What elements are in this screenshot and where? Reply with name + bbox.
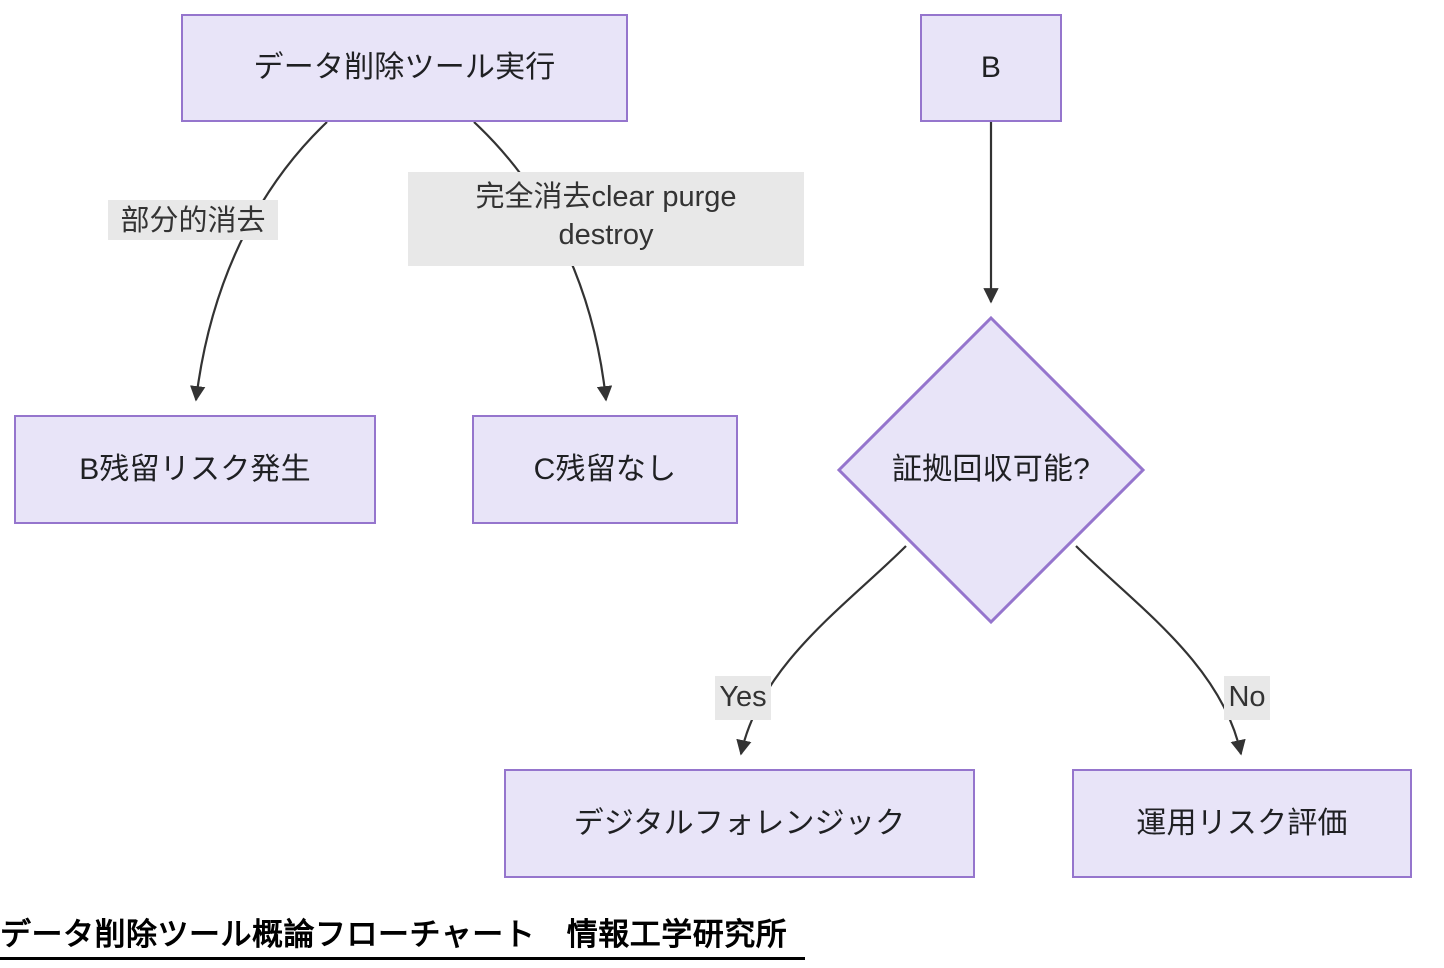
edge-start-to-partial	[190, 121, 328, 402]
edge-label-partial-erase: 部分的消去	[108, 200, 278, 240]
node-partial-risk-label: B残留リスク発生	[79, 452, 311, 486]
node-no-residual[interactable]: C残留なし	[472, 415, 738, 524]
node-digital-forensics-label: デジタルフォレンジック	[573, 806, 906, 840]
node-b[interactable]: B	[920, 14, 1062, 122]
node-start[interactable]: データ削除ツール実行	[181, 14, 628, 122]
edge-label-no: No	[1224, 676, 1270, 720]
node-operational-risk-label: 運用リスク評価	[1136, 806, 1348, 840]
node-decision-evidence-label: 証拠回収可能?	[891, 453, 1091, 487]
node-decision-evidence[interactable]: 証拠回収可能?	[836, 315, 1146, 625]
node-no-residual-label: C残留なし	[533, 452, 677, 486]
diagram-caption: データ削除ツール概論フローチャート 情報工学研究所	[0, 909, 805, 960]
node-start-label: データ削除ツール実行	[253, 51, 556, 85]
edge-label-yes: Yes	[715, 676, 771, 720]
edge-label-complete-erase: 完全消去clear purge destroy	[408, 172, 804, 266]
node-b-label: B	[980, 51, 1002, 85]
node-digital-forensics[interactable]: デジタルフォレンジック	[504, 769, 975, 878]
node-operational-risk[interactable]: 運用リスク評価	[1072, 769, 1412, 878]
diamond-shape-icon	[836, 315, 1146, 625]
node-partial-risk[interactable]: B残留リスク発生	[14, 415, 376, 524]
